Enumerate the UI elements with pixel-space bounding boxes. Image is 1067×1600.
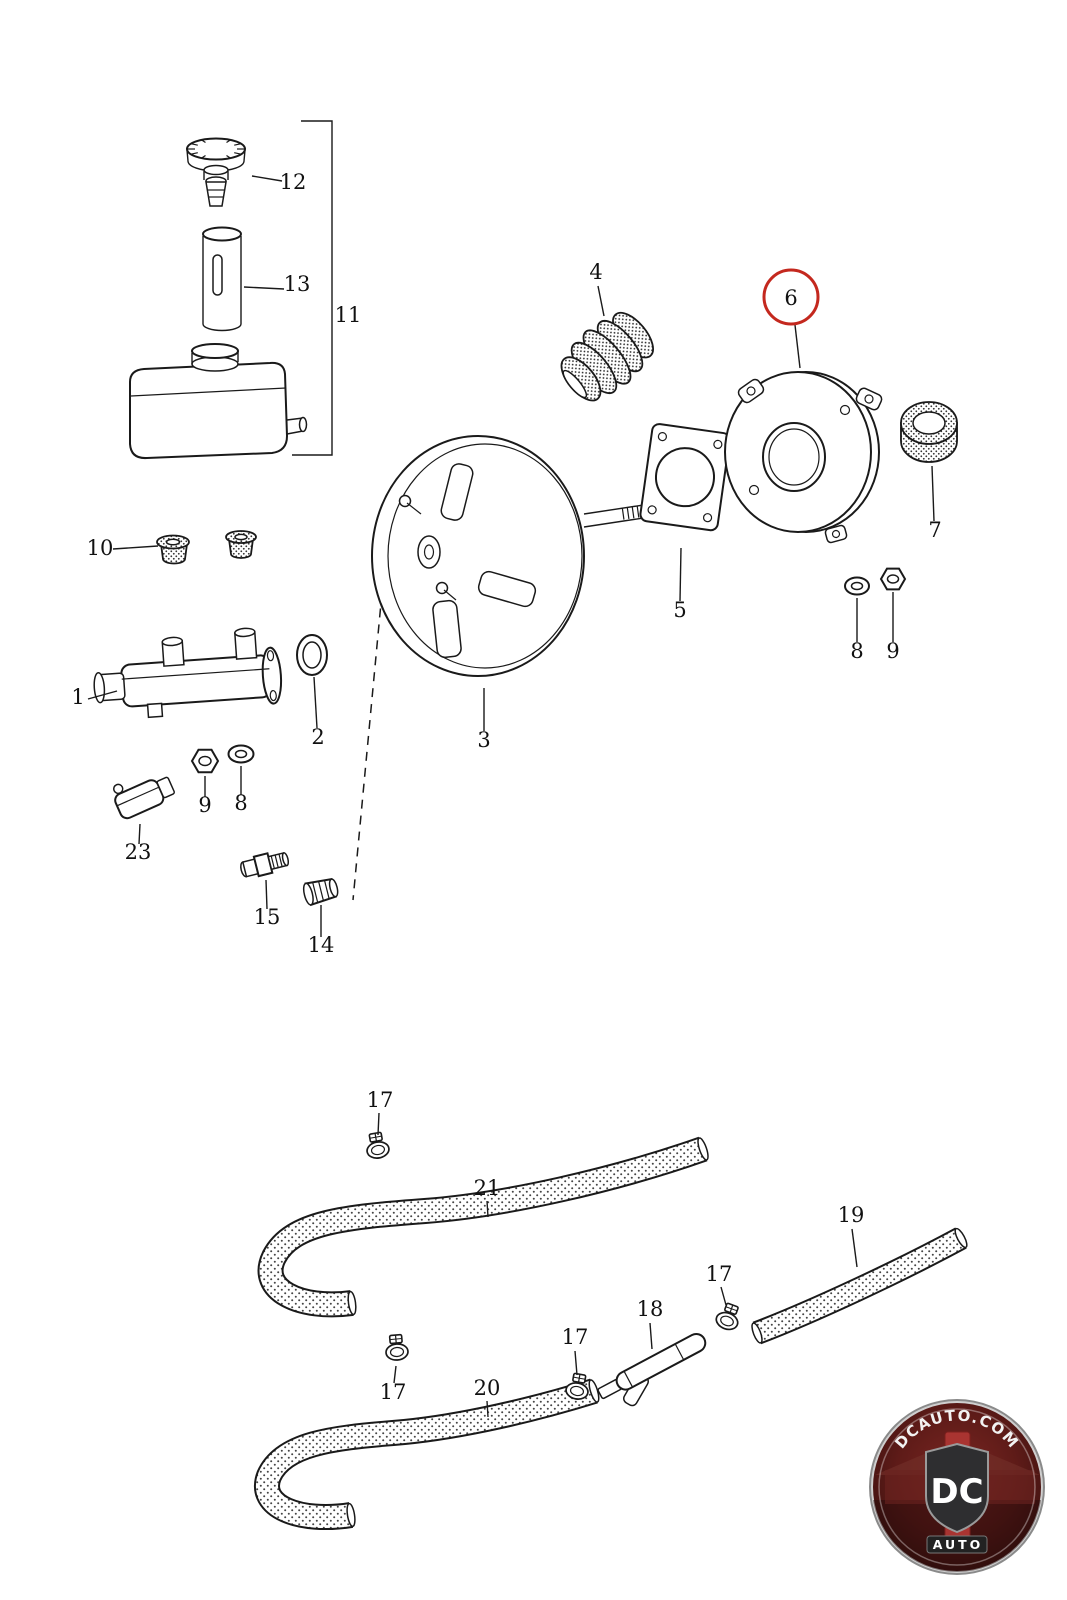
logo-shield — [925, 1442, 989, 1534]
part-8-washer-right — [844, 576, 870, 642]
callout-8-right: 8 — [850, 639, 863, 663]
callout-17-d: 17 — [380, 1380, 407, 1404]
part-1-master-cylinder — [87, 627, 283, 719]
fluid-reservoir — [129, 343, 308, 460]
part-3-brake-booster — [371, 435, 656, 731]
part-15-fitting — [240, 851, 290, 910]
callout-5: 5 — [673, 598, 686, 622]
callout-6-highlighted: 6 — [784, 286, 797, 310]
callout-3: 3 — [477, 728, 490, 752]
bracket-11 — [243, 120, 333, 456]
callout-1: 1 — [71, 685, 84, 709]
logo-monogram: DC — [930, 1472, 983, 1512]
part-7-bushing — [900, 401, 958, 522]
callout-17-c: 17 — [562, 1325, 589, 1349]
part-13-strainer — [202, 226, 242, 332]
part-18-connector — [597, 1322, 707, 1407]
part-12-reservoir-cap — [186, 137, 246, 207]
callout-13: 13 — [284, 272, 311, 296]
part-8-washer-left — [227, 744, 255, 795]
hose-19 — [751, 1227, 968, 1345]
part-17-clamp-d — [383, 1333, 410, 1384]
part-5-gasket — [639, 423, 731, 602]
callout-18: 18 — [637, 1297, 664, 1321]
hose-20 — [254, 1378, 600, 1531]
callout-20: 20 — [474, 1376, 501, 1400]
callout-7: 7 — [928, 518, 941, 542]
callout-9-left: 9 — [198, 793, 211, 817]
callout-10: 10 — [87, 536, 114, 560]
callout-15: 15 — [254, 905, 281, 929]
part-6-mounting-flange — [724, 324, 883, 544]
hose-21 — [257, 1136, 709, 1318]
logo-word-band — [926, 1535, 988, 1554]
callout-4: 4 — [589, 260, 602, 284]
callout-17-b: 17 — [706, 1262, 733, 1286]
callout-17-a: 17 — [367, 1088, 394, 1112]
part-14-plug — [302, 877, 339, 937]
callout-11: 11 — [335, 303, 362, 327]
callout-21: 21 — [474, 1176, 501, 1200]
logo-word-text: AUTO — [933, 1537, 984, 1552]
part-10-grommets — [112, 530, 257, 565]
callout-23: 23 — [125, 840, 152, 864]
logo-inner-ring — [878, 1408, 1036, 1566]
callout-19: 19 — [838, 1203, 865, 1227]
callout-12: 12 — [280, 170, 307, 194]
part-17-clamp-c — [563, 1350, 592, 1402]
part-23-sensor — [112, 776, 176, 845]
part-17-clamp-a — [363, 1112, 392, 1161]
part-6-highlight-circle — [762, 268, 820, 326]
callout-labels: 12 13 11 10 1 2 9 8 23 15 14 3 4 5 6 7 8… — [71, 170, 941, 1404]
part-17-clamp-b — [713, 1286, 745, 1334]
part-9-nut-left — [190, 748, 220, 797]
part-2-o-ring — [296, 634, 328, 729]
part-9-nut-right — [879, 567, 907, 642]
callout-14: 14 — [308, 933, 335, 957]
callout-9-right: 9 — [886, 639, 899, 663]
callout-8-left: 8 — [234, 791, 247, 815]
callout-2: 2 — [311, 725, 324, 749]
dcauto-logo: DCAUTO.COM DC AUTO — [869, 1399, 1045, 1575]
part-4-boot — [560, 285, 654, 402]
